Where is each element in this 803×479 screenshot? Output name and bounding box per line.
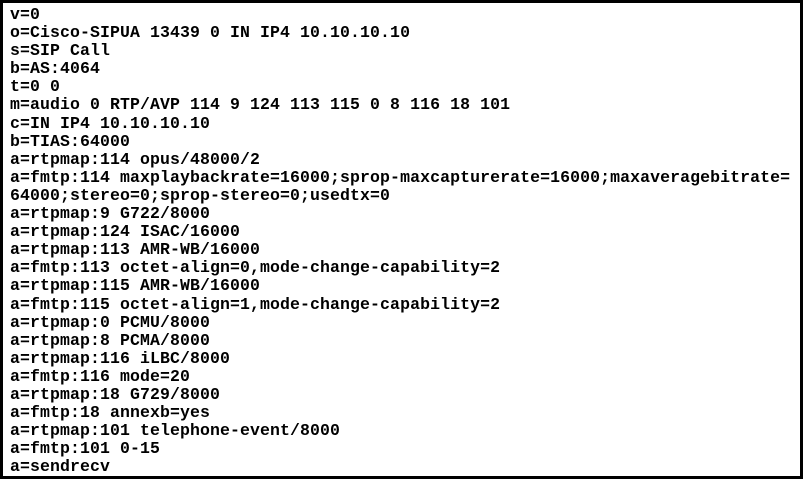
sdp-line: a=fmtp:114 maxplaybackrate=16000;sprop-m… [10, 167, 791, 187]
sdp-line: m=audio 0 RTP/AVP 114 9 124 113 115 0 8 … [10, 95, 511, 115]
sdp-line: a=fmtp:18 annexb=yes [10, 403, 211, 423]
sdp-line: a=rtpmap:113 AMR-WB/16000 [10, 240, 261, 260]
sdp-line: c=IN IP4 10.10.10.10 [10, 113, 211, 133]
sdp-line: a=rtpmap:18 G729/8000 [10, 384, 221, 404]
sdp-line: a=fmtp:101 0-15 [10, 439, 161, 459]
sdp-line: v=0 [10, 5, 41, 24]
sdp-line: s=SIP Call [10, 41, 111, 61]
sdp-line: a=rtpmap:9 G722/8000 [10, 204, 211, 224]
sdp-line: b=TIAS:64000 [10, 131, 131, 151]
sdp-line: a=fmtp:115 octet-align=1,mode-change-cap… [10, 294, 501, 314]
sdp-line: a=rtpmap:101 telephone-event/8000 [10, 421, 341, 441]
sdp-line: a=rtpmap:114 opus/48000/2 [10, 149, 261, 169]
sdp-line: b=AS:4064 [10, 59, 101, 79]
sdp-line: a=rtpmap:115 AMR-WB/16000 [10, 276, 261, 296]
sdp-line: 64000;stereo=0;sprop-stereo=0;usedtx=0 [10, 185, 391, 205]
sdp-line: a=sendrecv [10, 457, 111, 477]
sdp-line: a=fmtp:113 octet-align=0,mode-change-cap… [10, 258, 501, 278]
sdp-line: t=0 0 [10, 77, 61, 97]
sdp-line: a=rtpmap:0 PCMU/8000 [10, 312, 211, 332]
sdp-line: a=rtpmap:124 ISAC/16000 [10, 222, 241, 242]
sdp-line: a=rtpmap:8 PCMA/8000 [10, 330, 211, 350]
sdp-line: a=rtpmap:116 iLBC/8000 [10, 348, 231, 368]
sdp-line: a=fmtp:116 mode=20 [10, 366, 191, 386]
sdp-line: o=Cisco-SIPUA 13439 0 IN IP4 10.10.10.10 [10, 23, 411, 43]
